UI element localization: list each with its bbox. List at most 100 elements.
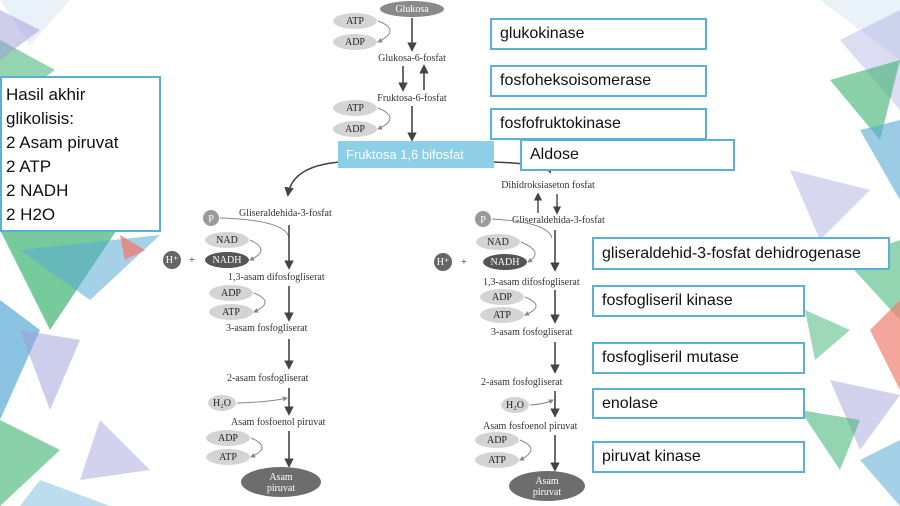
- enzyme-box-fosfogliseril-mutase: fosfogliseril mutase: [592, 342, 805, 374]
- cofactor-arc: [529, 399, 554, 406]
- h2o-label: H₂O: [506, 400, 524, 411]
- deco-triangle: [805, 310, 850, 360]
- asam-piruvat-node: [241, 467, 321, 497]
- cofactor-arc: [250, 437, 263, 458]
- deco-triangle: [0, 10, 40, 60]
- deco-triangle: [120, 235, 145, 260]
- summary-item: 2 ATP: [6, 157, 52, 176]
- deco-triangle: [820, 0, 900, 60]
- enzyme-box-piruvat-kinase: piruvat kinase: [592, 441, 805, 473]
- deco-triangle: [800, 410, 860, 470]
- piruvat-label: piruvat: [267, 483, 296, 494]
- cofactor-arc: [249, 239, 262, 261]
- cofactor-arc: [253, 292, 266, 313]
- summary-title-line1: Hasil akhir: [6, 85, 86, 104]
- hydrogen-node: [163, 251, 181, 269]
- gliseraldehida-3-fosfat-label: Gliseraldehida-3-fosfat: [239, 208, 332, 219]
- summary-item: 2 NADH: [6, 181, 69, 200]
- glukosa-node: [380, 1, 444, 17]
- deco-triangle: [790, 170, 870, 240]
- atp-pill: [475, 452, 519, 468]
- dihidroksiaseton-fosfat-label: Dihidroksiaseton fosfat: [501, 180, 595, 191]
- phosphate-node: [475, 211, 491, 227]
- adp-pill: [209, 285, 253, 301]
- atp-label: ATP: [493, 310, 511, 321]
- hydrogen-node: [434, 253, 452, 271]
- deco-triangle: [20, 330, 80, 410]
- adp-label: ADP: [487, 435, 507, 446]
- summary-title-line2: glikolisis:: [6, 109, 75, 128]
- h2o-pill: [501, 397, 529, 413]
- h2o-pill: [208, 395, 236, 411]
- asam-3-fosfogliserat-label: 3-asam fosfogliserat: [491, 327, 573, 338]
- atp-pill: [333, 13, 377, 29]
- deco-triangle: [0, 300, 40, 420]
- h2o-label: H₂O: [213, 398, 231, 409]
- enzyme-box-enolase: enolase: [592, 388, 805, 419]
- arrow-left-branch: [284, 161, 341, 197]
- deco-triangle: [0, 420, 60, 506]
- plus-label: +: [461, 257, 467, 268]
- enzyme-box-gapdh: gliseraldehid-3-fosfat dehidrogenase: [592, 237, 890, 270]
- enzyme-box-fosfoheksoisomerase: fosfoheksoisomerase: [490, 65, 707, 97]
- nad-label: NAD: [216, 235, 238, 246]
- atp-label: ATP: [346, 16, 364, 27]
- atp-pill: [206, 449, 250, 465]
- cofactor-arc: [377, 20, 391, 43]
- adp-pill: [206, 430, 250, 446]
- asam-label: Asam: [535, 476, 559, 487]
- asam-3-fosfogliserat-label: 3-asam fosfogliserat: [226, 323, 308, 334]
- deco-triangle: [80, 420, 150, 480]
- nad-pill: [205, 232, 249, 248]
- glukosa-label: Glukosa: [395, 4, 429, 15]
- adp-pill: [333, 121, 377, 137]
- asam-label: Asam: [269, 472, 293, 483]
- deco-triangle: [830, 380, 900, 450]
- enzyme-box-fosfogliseril-kinase: fosfogliseril kinase: [592, 285, 805, 317]
- difosfogliserat-label: 1,3-asam difosfogliserat: [483, 277, 580, 288]
- deco-triangle: [860, 120, 900, 200]
- gliseraldehida-3-fosfat-label: Gliseraldehida-3-fosfat: [512, 215, 605, 226]
- adp-pill: [333, 34, 377, 50]
- nad-pill: [476, 234, 520, 250]
- adp-label: ADP: [218, 433, 238, 444]
- phosphate-node: [203, 210, 219, 226]
- adp-label: ADP: [345, 37, 365, 48]
- nadh-pill: [483, 254, 527, 270]
- cofactor-arc: [520, 241, 536, 263]
- nad-label: NAD: [487, 237, 509, 248]
- cofactor-arc: [524, 296, 537, 316]
- cofactor-arc: [377, 107, 391, 130]
- adp-label: ADP: [492, 292, 512, 303]
- cofactor-arc: [236, 396, 288, 404]
- enzyme-box-aldose: Aldose: [520, 139, 735, 171]
- adp-label: ADP: [221, 288, 241, 299]
- cofactor-arc: [491, 218, 553, 239]
- summary-box: Hasil akhir glikolisis: 2 Asam piruvat 2…: [0, 76, 161, 232]
- atp-label: ATP: [488, 455, 506, 466]
- atp-label: ATP: [219, 452, 237, 463]
- h-label: H⁺: [166, 255, 179, 266]
- h-label: H⁺: [437, 257, 450, 268]
- fruktosa-bifosfat-box: Fruktosa 1,6 bifosfat: [338, 141, 494, 168]
- atp-label: ATP: [222, 307, 240, 318]
- adp-pill: [480, 289, 524, 305]
- fosfoenol-piruvat-label: Asam fosfoenol piruvat: [483, 421, 578, 432]
- enzyme-box-fosfofruktokinase: fosfofruktokinase: [490, 108, 707, 140]
- adp-label: ADP: [345, 124, 365, 135]
- fruktosa-6-fosfat-label: Fruktosa-6-fosfat: [377, 93, 447, 104]
- fosfoenol-piruvat-label: Asam fosfoenol piruvat: [231, 417, 326, 428]
- nadh-label: NADH: [491, 257, 520, 268]
- atp-pill: [333, 100, 377, 116]
- p-label: P: [480, 215, 486, 226]
- summary-item: 2 H2O: [6, 205, 56, 224]
- deco-triangle: [830, 60, 900, 140]
- cofactor-arc: [519, 439, 532, 461]
- summary-item: 2 Asam piruvat: [6, 133, 119, 152]
- asam-2-fosfogliserat-label: 2-asam fosfogliserat: [481, 377, 563, 388]
- deco-triangle: [0, 0, 70, 45]
- deco-triangle: [870, 300, 900, 390]
- cofactor-arc: [219, 217, 290, 239]
